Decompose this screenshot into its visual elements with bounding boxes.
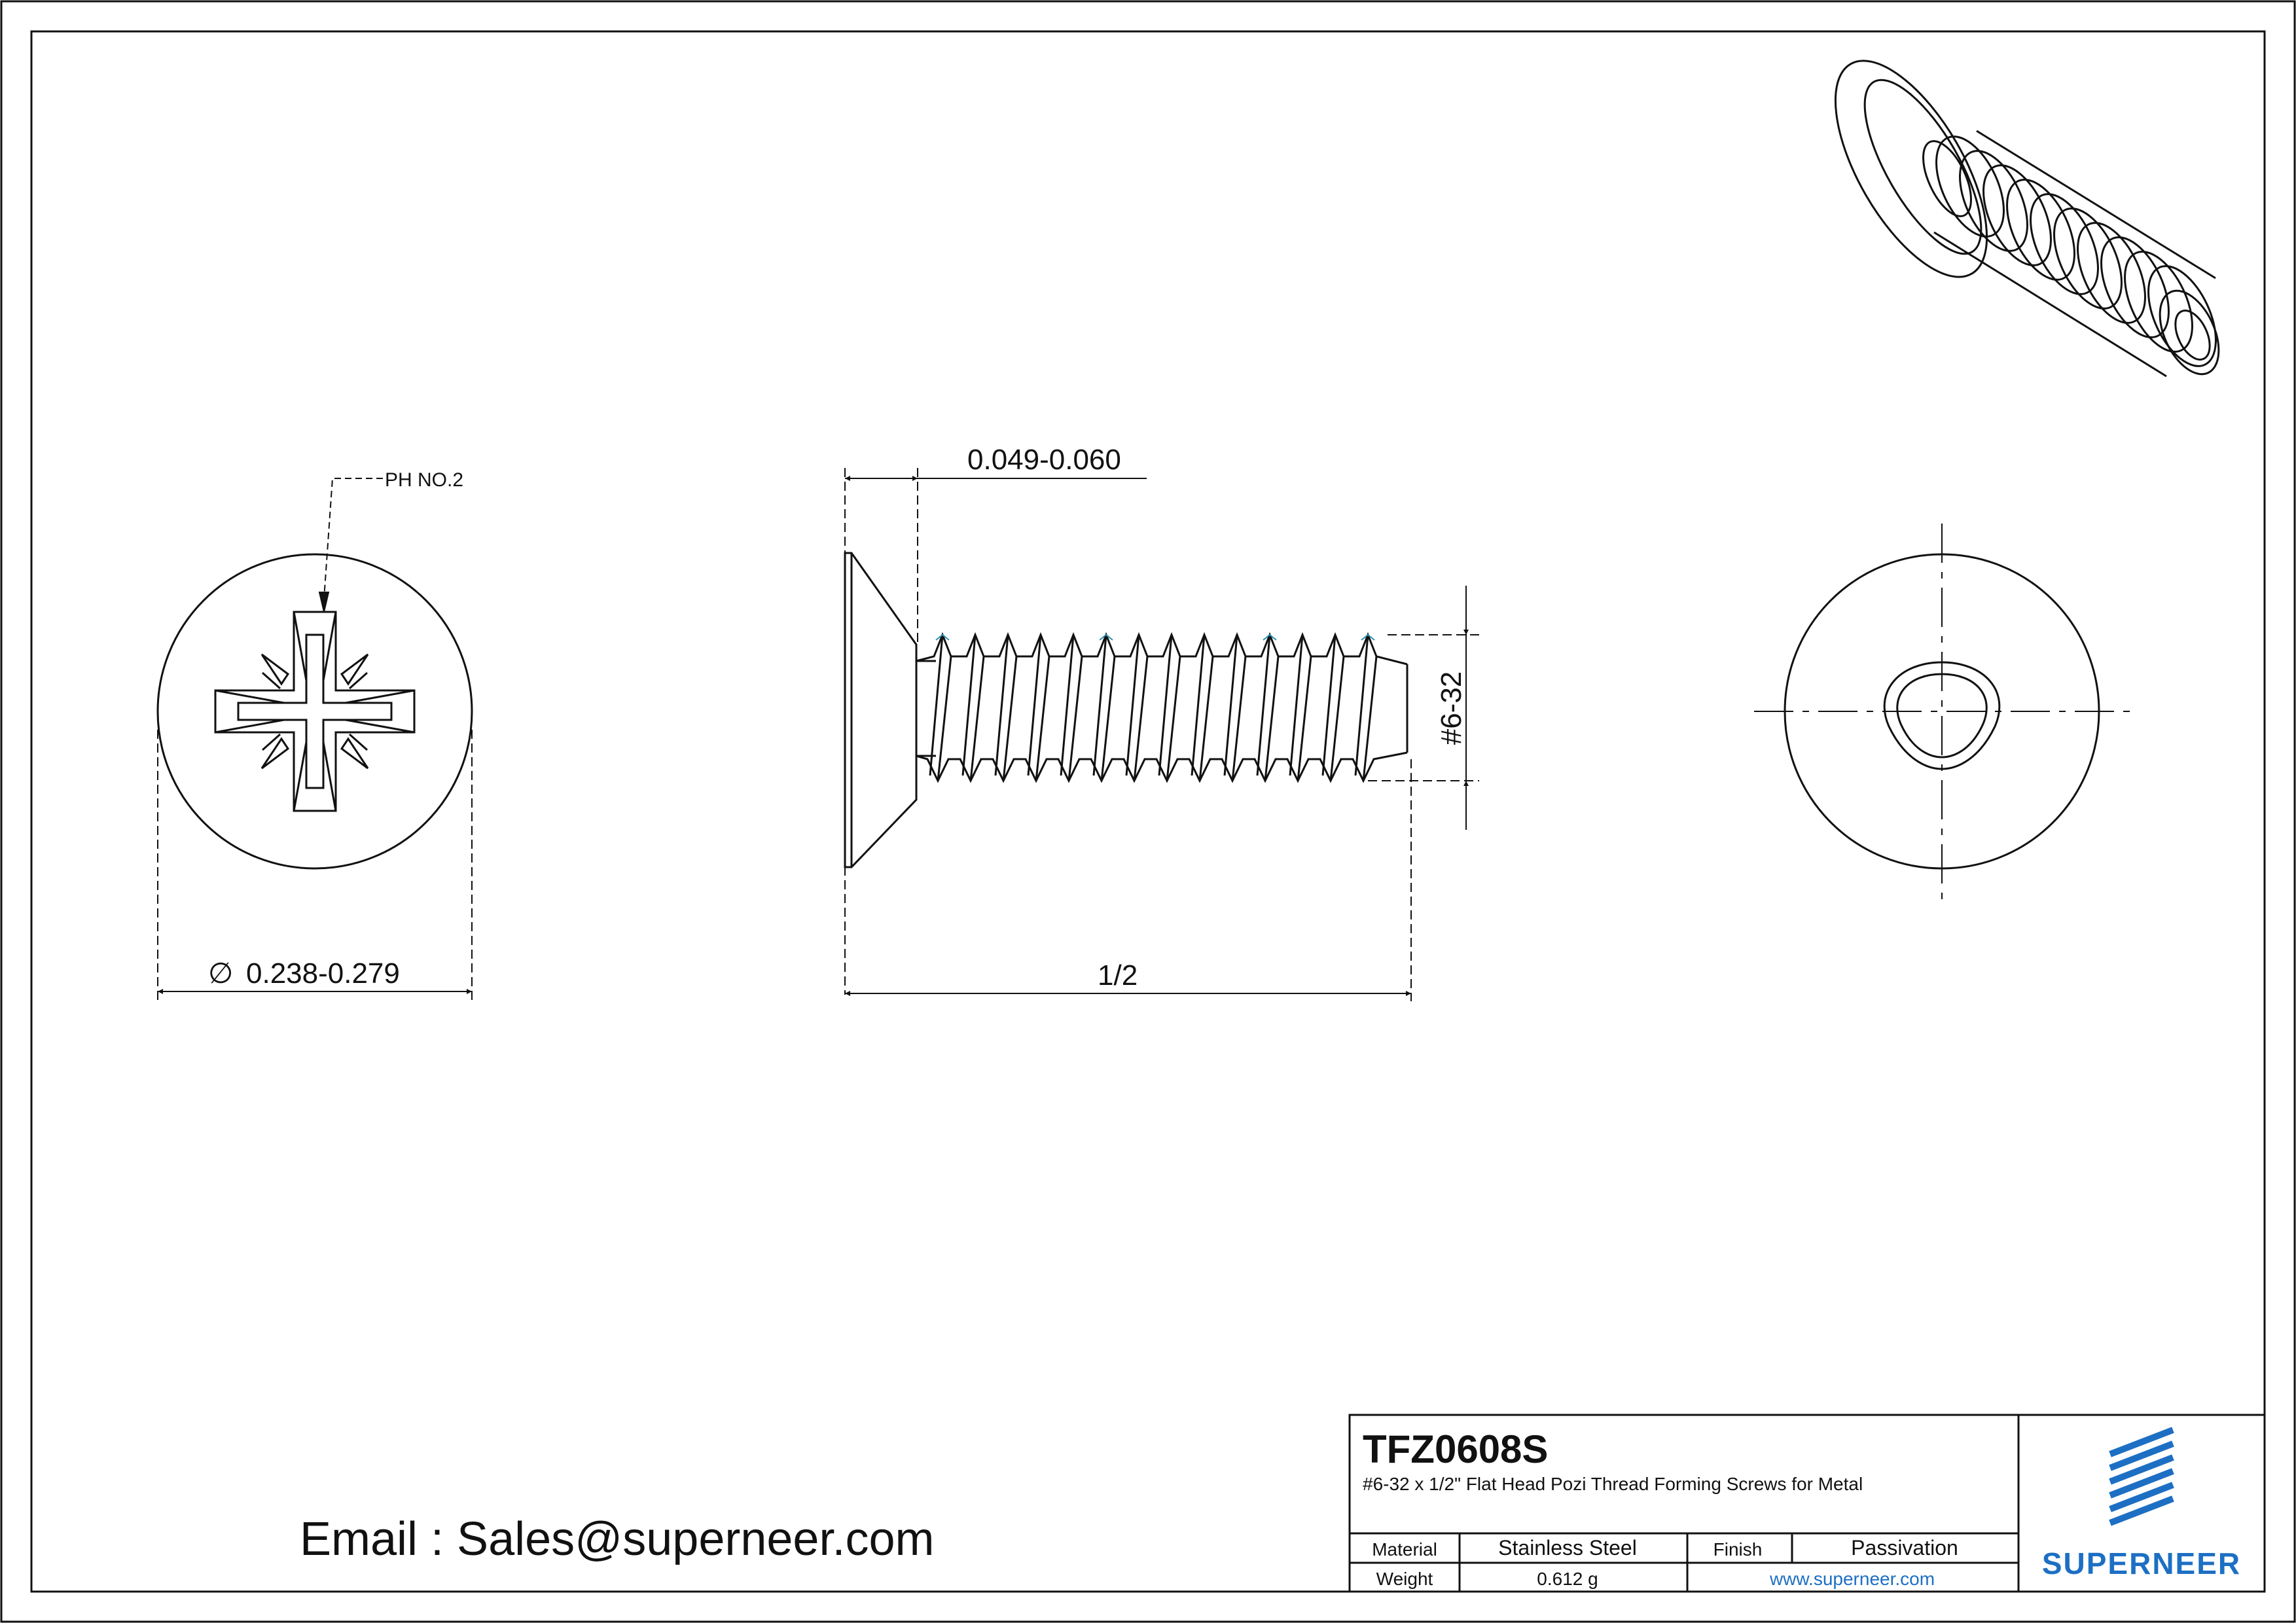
part-number: TFZ0608S (1363, 1427, 1548, 1471)
finish-label: Finish (1713, 1539, 1763, 1560)
thread-flank (1223, 634, 1238, 776)
finish-value: Passivation (1851, 1536, 1958, 1560)
material-label: Material (1372, 1539, 1437, 1560)
thread-flank (1166, 656, 1181, 781)
weight-label: Weight (1376, 1569, 1433, 1589)
thread-size-value: #6-32 (1435, 671, 1467, 745)
thread-flank (1060, 634, 1075, 776)
thread-flank (1231, 656, 1247, 781)
weight-value: 0.612 g (1537, 1569, 1598, 1589)
drive-leader (318, 478, 383, 613)
head-top-view (156, 553, 473, 870)
thread-flank (1264, 656, 1280, 781)
head-diameter-dimension (157, 730, 473, 1001)
inner-border (30, 30, 2266, 1593)
part-description: #6-32 x 1/2" Flat Head Pozi Thread Formi… (1363, 1474, 1863, 1494)
thread-flank (994, 634, 1009, 776)
length-value: 1/2 (1098, 959, 1138, 991)
iso-thread-ring (2006, 179, 2075, 281)
thread-flank (1362, 656, 1378, 781)
iso-thread-ring (1982, 164, 2052, 266)
superneer-logo-mark (2109, 1427, 2174, 1526)
iso-thread-ring (2077, 222, 2146, 324)
thread-flank (1329, 656, 1345, 781)
thread-flank (1092, 634, 1107, 776)
iso-thread-ring (2100, 236, 2170, 338)
iso-thread-ring (2053, 207, 2123, 310)
drive-note: PH NO.2 (385, 469, 463, 491)
thread-dimension (1368, 586, 1479, 830)
thread-flank (929, 634, 944, 776)
iso-thread-ring (1935, 135, 2005, 238)
thread-flank (1035, 656, 1050, 781)
thread-flank (1191, 634, 1206, 776)
title-block (1348, 1414, 2266, 1593)
thread-flank (1027, 634, 1042, 776)
thread-flank (1133, 656, 1149, 781)
thread-flank (1100, 656, 1116, 781)
thread-flank (1354, 634, 1369, 776)
iso-thread-ring (2030, 193, 2099, 295)
thread-tips (935, 633, 1375, 641)
diameter-symbol: ∅ (208, 957, 233, 990)
thread-flank (969, 656, 985, 781)
end-view-centerlines (1754, 524, 2130, 900)
thread-flank (1256, 634, 1271, 776)
thread-tip (935, 633, 950, 641)
thread-flank (1297, 656, 1312, 781)
iso-thread-ring (2124, 251, 2193, 353)
thread-flank (937, 656, 952, 781)
length-dimension (845, 759, 1412, 1001)
thread-flank (1289, 634, 1304, 776)
head-height-value: 0.049-0.060 (967, 444, 1121, 476)
material-value: Stainless Steel (1498, 1536, 1637, 1560)
iso-thread-ring (1959, 150, 2028, 252)
website-link[interactable]: www.superneer.com (1769, 1569, 1935, 1589)
thread-flank (1002, 656, 1018, 781)
head-diameter-value: 0.238-0.279 (246, 957, 400, 990)
thread-flank (1321, 634, 1336, 776)
screw-side-view (844, 552, 1408, 868)
thread-flank (1158, 634, 1173, 776)
thread-tip (1099, 633, 1113, 641)
superneer-logo-text: SUPERNEER (2042, 1546, 2241, 1580)
thread-flank (1067, 656, 1083, 781)
thread-tip (1263, 633, 1277, 641)
thread-flank (1198, 656, 1214, 781)
iso-thread-ring (2147, 265, 2217, 367)
contact-email: Email : Sales@superneer.com (300, 1513, 935, 1565)
thread-tip (1361, 633, 1375, 641)
screw-isometric-view (1834, 60, 2220, 378)
head-height-dimension (844, 468, 1147, 995)
thread-flank (961, 634, 977, 776)
thread-flank (1125, 634, 1140, 776)
